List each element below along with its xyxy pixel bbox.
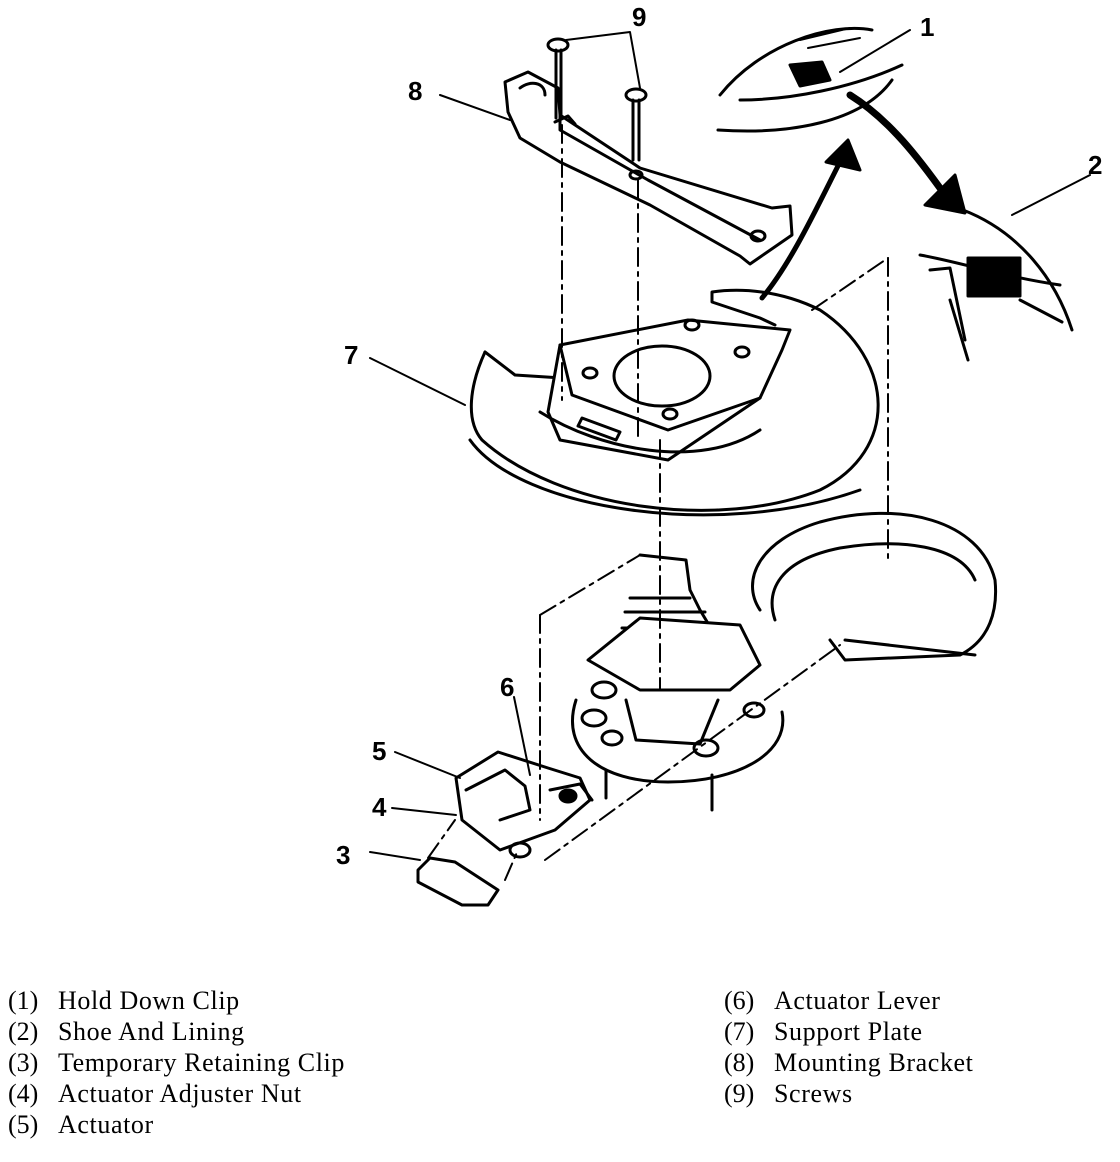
- leader-lines: [369, 29, 1091, 861]
- callout-5: 5: [372, 736, 386, 766]
- direction-arrows: [759, 91, 967, 301]
- mounting-bracket: [503, 70, 794, 266]
- parts-legend: (1)Hold Down Clip (2)Shoe And Lining (3)…: [0, 985, 1120, 1155]
- hold-down-clip-and-shoe: [716, 26, 1074, 362]
- callout-9: 9: [632, 2, 646, 32]
- legend-item: (8)Mounting Bracket: [724, 1048, 974, 1077]
- actuator-assembly: [416, 750, 594, 907]
- legend-item: (1)Hold Down Clip: [8, 986, 240, 1015]
- legend-item: (7)Support Plate: [724, 1017, 923, 1046]
- alignment-lines: [427, 124, 889, 881]
- callout-7: 7: [344, 340, 358, 370]
- legend-column-right: (6)Actuator Lever (7)Support Plate (8)Mo…: [724, 985, 974, 1109]
- legend-item: (6)Actuator Lever: [724, 986, 941, 1015]
- hub-and-axle: [570, 553, 785, 812]
- callout-1: 1: [920, 12, 934, 42]
- callout-3: 3: [336, 840, 350, 870]
- support-plate: [468, 288, 880, 517]
- callout-4: 4: [372, 792, 387, 822]
- callout-6: 6: [500, 672, 514, 702]
- exploded-parking-brake-diagram: 1 2 3 4 5 6 7 8 9: [336, 2, 1102, 907]
- callout-2: 2: [1088, 150, 1102, 180]
- callout-8: 8: [408, 76, 422, 106]
- legend-item: (5)Actuator: [8, 1110, 154, 1139]
- legend-item: (2)Shoe And Lining: [8, 1017, 245, 1046]
- legend-item: (4)Actuator Adjuster Nut: [8, 1079, 302, 1108]
- screws: [546, 31, 648, 162]
- shoe-and-lining-ring: [751, 511, 998, 662]
- legend-column-left: (1)Hold Down Clip (2)Shoe And Lining (3)…: [8, 985, 345, 1140]
- legend-item: (9)Screws: [724, 1079, 853, 1108]
- legend-item: (3)Temporary Retaining Clip: [8, 1048, 345, 1077]
